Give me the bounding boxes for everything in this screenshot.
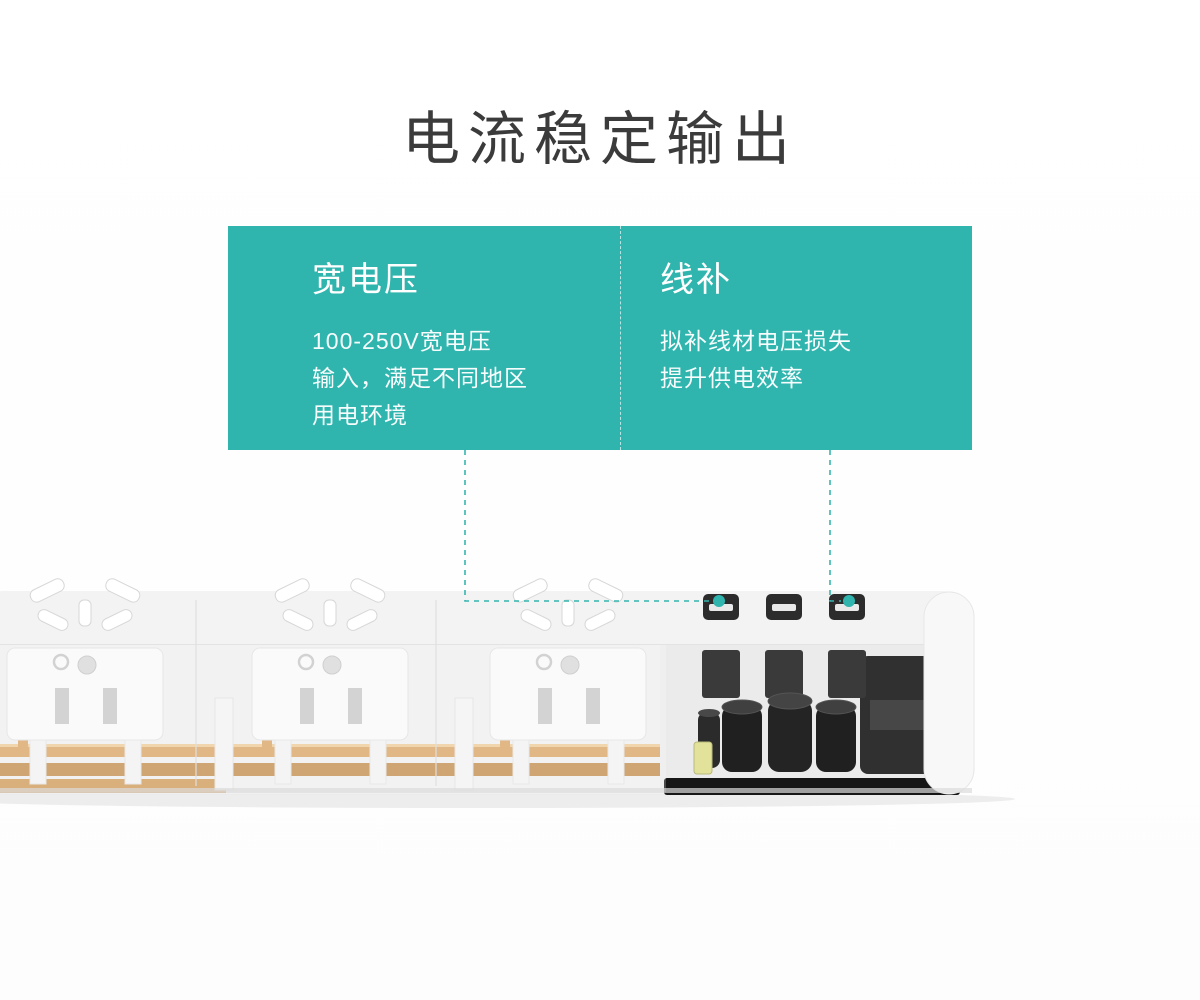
info-card-column-wide-voltage: 宽电压 100-250V宽电压 输入，满足不同地区 用电环境 (312, 252, 528, 434)
socket-faceplate-holes (29, 578, 141, 631)
page-title: 电流稳定输出 (401, 107, 798, 172)
strip-bottom-edge (0, 788, 972, 793)
column-heading-wide-voltage: 宽电压 (312, 261, 420, 299)
usb-connector-housing (828, 650, 866, 698)
info-card: 宽电压 100-250V宽电压 输入，满足不同地区 用电环境 线补 拟补线材电压… (228, 226, 972, 450)
socket-module (251, 647, 409, 785)
info-card-column-line-compensation: 线补 拟补线材电压损失 提升供电效率 (660, 252, 852, 397)
card-body-line: 100-250V宽电压 (312, 328, 492, 354)
card-body-line: 输入，满足不同地区 (312, 365, 528, 391)
usb-port (829, 594, 865, 620)
card-divider (620, 226, 621, 450)
socket-faceplate-holes (274, 578, 386, 631)
capacitor (816, 706, 856, 772)
usb-connector-housing (765, 650, 803, 698)
socket-module (6, 647, 164, 785)
card-body-line: 提升供电效率 (660, 365, 804, 391)
capacitor (722, 706, 762, 772)
strip-end-cap (923, 591, 975, 795)
column-heading-line-compensation: 线补 (660, 261, 732, 299)
card-body-line: 用电环境 (312, 402, 408, 428)
card-body-line: 拟补线材电压损失 (660, 328, 852, 354)
socket-module (489, 647, 647, 785)
usb-port (703, 594, 739, 620)
usb-connector-housing (702, 650, 740, 698)
led-indicator (693, 741, 713, 775)
usb-port (766, 594, 802, 620)
pcb-components (660, 645, 962, 795)
capacitor (768, 700, 812, 772)
ghost-shell-overlay (0, 645, 666, 792)
